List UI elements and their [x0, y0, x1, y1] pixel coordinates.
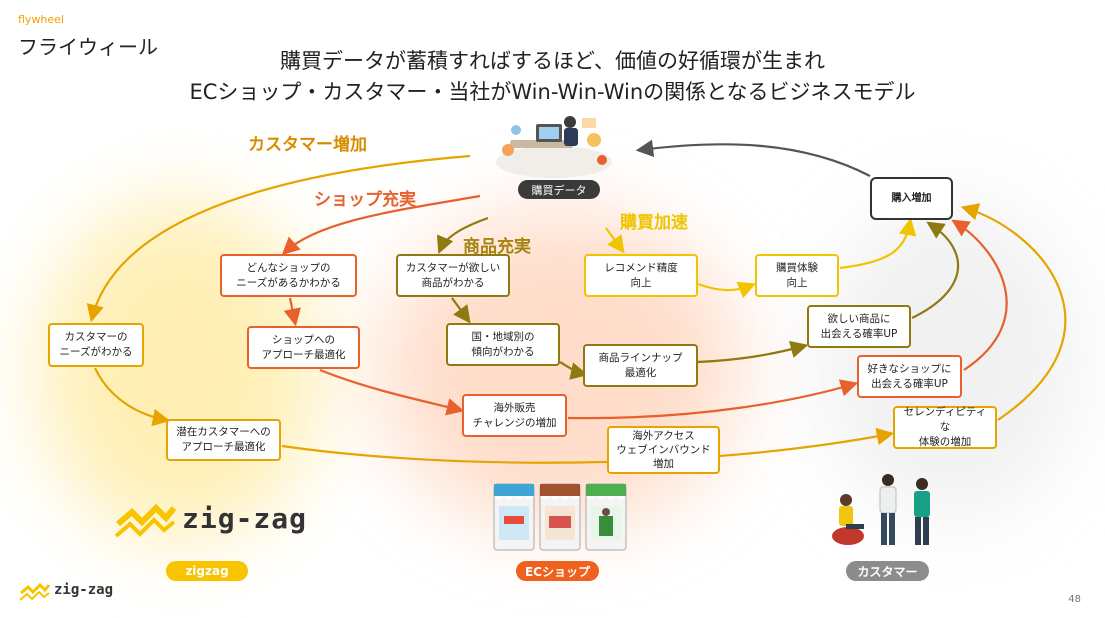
footer-logo-icon [19, 582, 51, 601]
node-customer-needs: カスタマーの ニーズがわかる [48, 323, 144, 367]
slide-title: フライウィール [18, 35, 158, 59]
headline-line-2: ECショップ・カスタマー・当社がWin-Win-Winの関係となるビジネスモデル [189, 80, 916, 104]
cycle-label-purchase-accel: 購買加速 [620, 213, 688, 233]
node-serendipity: セレンディピティな 体験の増加 [893, 406, 997, 449]
footer-wordmark: zig-zag [54, 582, 114, 598]
node-overseas-challenge: 海外販売 チャレンジの増加 [462, 394, 567, 437]
node-lineup-optimization: 商品ラインナップ 最適化 [583, 344, 698, 387]
node-meet-products: 欲しい商品に 出会える確率UP [807, 305, 911, 348]
customer-badge: カスタマー [846, 561, 929, 581]
purchase-data-badge: 購買データ [518, 180, 600, 199]
headline-line-1: 購買データが蓄積すればするほど、価値の好循環が生まれ [280, 49, 825, 73]
customers-illustration [832, 474, 930, 545]
zigzag-logo-icon [114, 503, 177, 538]
node-recommend-accuracy: レコメンド精度 向上 [584, 254, 698, 297]
brand-wordmark: zig-zag [182, 502, 308, 535]
node-purchase-experience: 購買体験 向上 [755, 254, 839, 297]
cycle-label-shop-enhance: ショップ充実 [314, 190, 416, 210]
node-shop-needs: どんなショップの ニーズがあるかわかる [220, 254, 357, 297]
ec-shop-illustration [493, 483, 627, 551]
node-shop-approach: ショップへの アプローチ最適化 [247, 326, 360, 369]
node-wanted-products: カスタマーが欲しい 商品がわかる [396, 254, 510, 297]
node-region-trends: 国・地域別の 傾向がわかる [446, 323, 560, 366]
ec-shop-badge: ECショップ [516, 561, 599, 581]
zigzag-badge: zigzag [166, 561, 248, 581]
node-latent-approach: 潜在カスタマーへの アプローチ最適化 [166, 419, 281, 461]
node-inbound-increase: 海外アクセス ウェブインバウンド 増加 [607, 426, 720, 474]
kicker: flywheel [18, 13, 64, 26]
cycle-label-product-enhance: 商品充実 [463, 237, 531, 257]
cycle-label-customer-increase: カスタマー増加 [248, 135, 367, 155]
node-purchase-increase: 購入増加 [870, 177, 953, 220]
purchase-data-illustration [496, 116, 612, 178]
node-meet-shops: 好きなショップに 出会える確率UP [857, 355, 962, 398]
page-number: 48 [1068, 594, 1081, 605]
